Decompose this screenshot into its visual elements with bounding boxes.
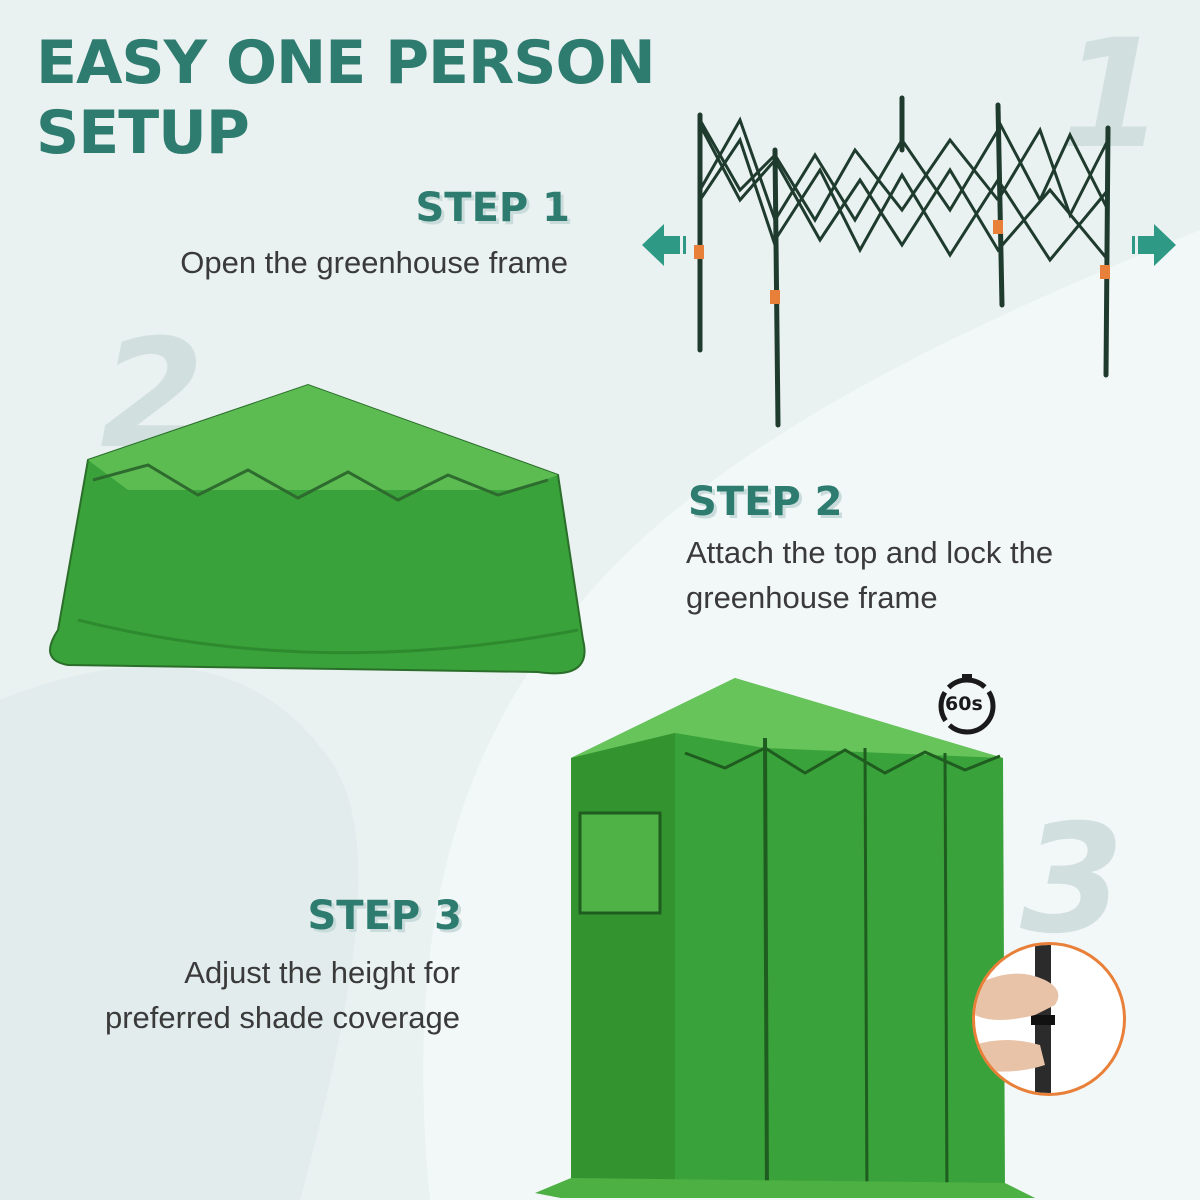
stopwatch-icon [938,674,996,735]
timer-text: 60s [945,693,983,715]
step-3-heading: STEP 3 [307,893,463,939]
step-number-3: 3 [1020,793,1125,967]
arrow-right-icon [1132,224,1176,266]
folding-frame-illustration [694,95,1111,428]
timer-badge: 60s [935,672,999,736]
title-line-2: SETUP [36,98,250,168]
step-number-1: 1 [1060,8,1165,182]
step-3-line-1: Adjust the height for [184,955,460,990]
height-adjust-inset [972,942,1126,1096]
standing-greenhouse-illustration [535,678,1035,1198]
step-2-line-2: greenhouse frame [686,580,938,615]
step-2-line-1: Attach the top and lock the [686,535,1054,570]
covered-frame-illustration [49,383,586,675]
step-3-description: Adjust the height for preferred shade co… [105,950,460,1040]
step-1-line-1: Open the greenhouse frame [180,245,568,280]
arrow-left-icon [642,224,686,266]
step-2-description: Attach the top and lock the greenhouse f… [686,530,1053,620]
adjustable-leg-illustration [975,945,1059,1093]
step-1-description: Open the greenhouse frame [180,240,568,285]
step-2-heading: STEP 2 [688,479,843,525]
step-3-line-2: preferred shade coverage [104,1000,460,1035]
page-title: EASY ONE PERSON SETUP [36,28,656,168]
title-line-1: EASY ONE PERSON [36,28,656,98]
step-1-heading: STEP 1 [415,185,571,231]
